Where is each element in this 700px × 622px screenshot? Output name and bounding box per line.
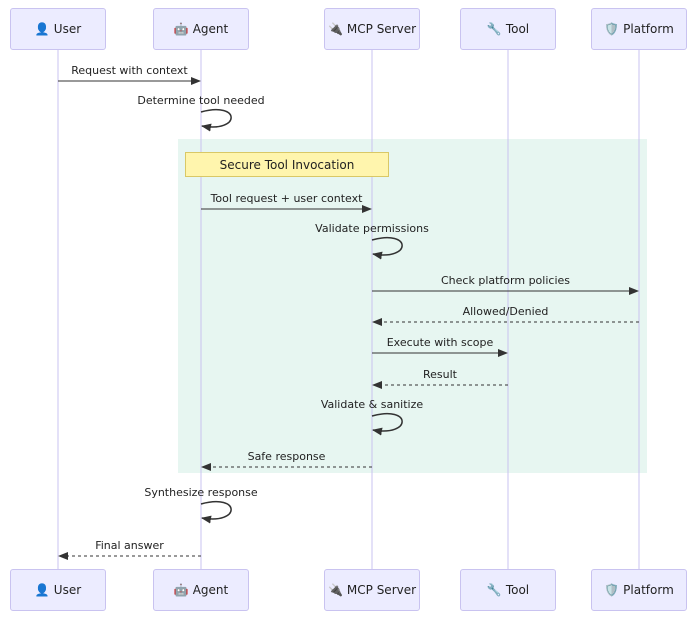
message-label: Tool request + user context xyxy=(210,192,363,205)
robot-icon: 🤖 xyxy=(173,583,189,597)
region-note: Secure Tool Invocation xyxy=(185,152,389,177)
actor-mcp-bottom: 🔌MCP Server xyxy=(324,569,420,611)
actor-agent-bottom: 🤖Agent xyxy=(153,569,249,611)
shield-icon: 🛡️ xyxy=(604,22,620,36)
message-label: Result xyxy=(423,368,457,381)
actor-tool-bottom: 🔧Tool xyxy=(460,569,556,611)
actor-label: MCP Server xyxy=(346,583,417,597)
message-label: Validate permissions xyxy=(315,222,429,235)
actor-platform-top: 🛡️Platform xyxy=(591,8,687,50)
actor-label: Tool xyxy=(505,22,530,36)
secure-invocation-region xyxy=(178,139,647,473)
actor-user-bottom: 👤User xyxy=(10,569,106,611)
actor-tool-top: 🔧Tool xyxy=(460,8,556,50)
message-label: Request with context xyxy=(71,64,188,77)
message-label: Safe response xyxy=(247,450,326,463)
self-message-arrow xyxy=(371,237,403,260)
self-message-arrow xyxy=(200,109,232,132)
actor-label: Platform xyxy=(623,22,674,36)
message-label: Validate & sanitize xyxy=(320,398,424,411)
self-message-arrow xyxy=(371,413,403,436)
actor-label: User xyxy=(53,583,82,597)
actor-label: User xyxy=(53,22,82,36)
user-icon: 👤 xyxy=(34,583,50,597)
robot-icon: 🤖 xyxy=(173,22,189,36)
wrench-icon: 🔧 xyxy=(486,22,502,36)
message-label: Final answer xyxy=(95,539,164,552)
actor-user-top: 👤User xyxy=(10,8,106,50)
actor-agent-top: 🤖Agent xyxy=(153,8,249,50)
message-label: Determine tool needed xyxy=(137,94,265,107)
plug-icon: 🔌 xyxy=(327,583,343,597)
message-label: Synthesize response xyxy=(144,486,258,499)
message-label: Check platform policies xyxy=(441,274,570,287)
actor-mcp-top: 🔌MCP Server xyxy=(324,8,420,50)
actor-label: Agent xyxy=(192,583,229,597)
self-message-arrow xyxy=(200,501,232,524)
actor-label: Tool xyxy=(505,583,530,597)
message-label: Execute with scope xyxy=(386,336,494,349)
actor-label: Platform xyxy=(623,583,674,597)
actor-label: Agent xyxy=(192,22,229,36)
actor-label: MCP Server xyxy=(346,22,417,36)
user-icon: 👤 xyxy=(34,22,50,36)
wrench-icon: 🔧 xyxy=(486,583,502,597)
message-label: Allowed/Denied xyxy=(462,305,549,318)
actor-platform-bottom: 🛡️Platform xyxy=(591,569,687,611)
shield-icon: 🛡️ xyxy=(604,583,620,597)
plug-icon: 🔌 xyxy=(327,22,343,36)
